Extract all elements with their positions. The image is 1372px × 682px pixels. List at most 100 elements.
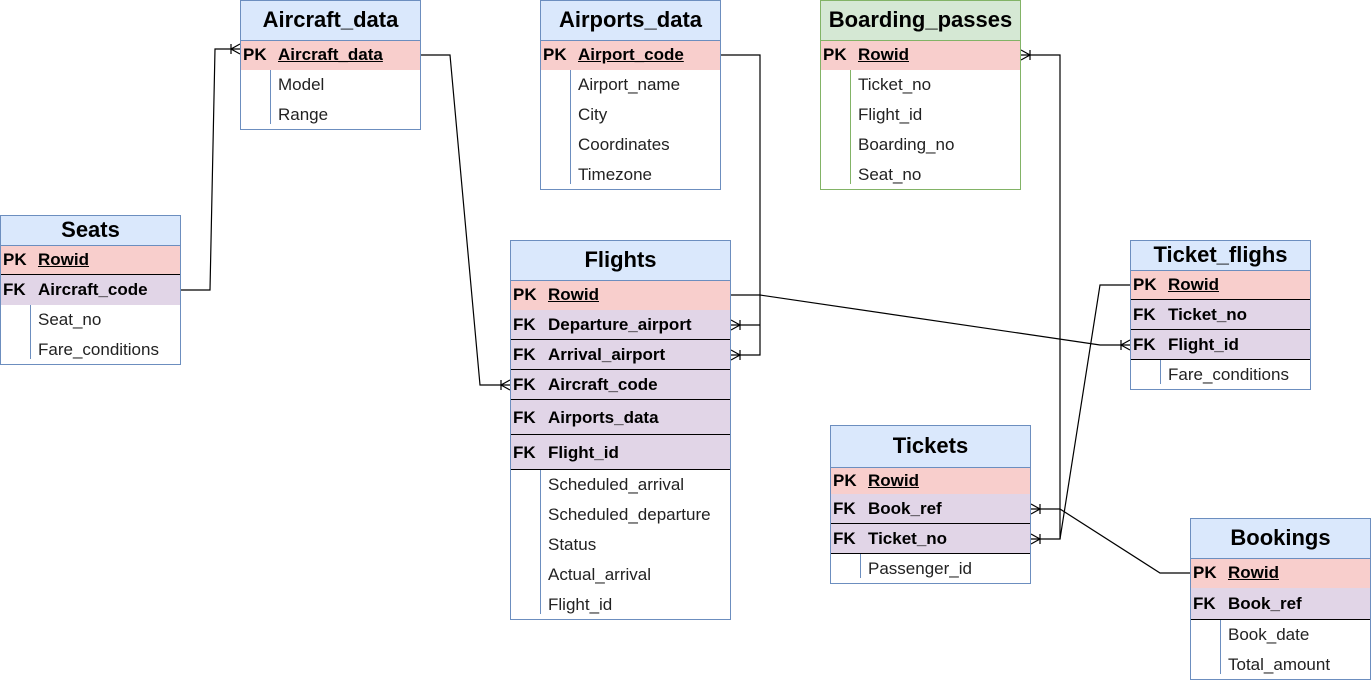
attribute-row[interactable]: Book_date xyxy=(1190,620,1371,650)
edge-flights-ticketflights[interactable] xyxy=(731,294,1130,346)
field-name: Rowid xyxy=(868,470,919,490)
attribute-row[interactable]: Scheduled_departure xyxy=(510,500,731,530)
attribute-row[interactable]: Passenger_id xyxy=(830,554,1031,584)
key-column-divider xyxy=(1160,360,1161,384)
attribute-row[interactable]: Coordinates xyxy=(540,130,721,160)
header-divider xyxy=(1190,558,1371,559)
edge-tickets-boarding[interactable] xyxy=(1021,54,1061,540)
primary-key-row[interactable]: PK Rowid xyxy=(0,245,181,275)
field-name: Range xyxy=(278,105,329,124)
crows-foot-icon xyxy=(730,319,742,331)
crows-foot-icon xyxy=(730,349,742,361)
key-label: PK xyxy=(3,250,27,269)
primary-key-row[interactable]: PK Rowid xyxy=(830,467,1031,494)
field-name: Flight_id xyxy=(1168,335,1239,354)
crows-foot-icon xyxy=(1119,339,1131,351)
key-label: PK xyxy=(243,45,267,64)
attribute-row[interactable]: Boarding_no xyxy=(820,130,1021,160)
edge-seats-aircraft[interactable] xyxy=(181,48,240,291)
attribute-row[interactable]: Scheduled_arrival xyxy=(510,470,731,500)
attribute-row[interactable]: Flight_id xyxy=(510,590,731,620)
row-separator xyxy=(0,274,181,275)
field-name: Boarding_no xyxy=(858,135,955,154)
field-name: Scheduled_arrival xyxy=(548,475,685,494)
key-label: FK xyxy=(1133,335,1156,354)
field-name: Actual_arrival xyxy=(548,565,651,584)
field-name: Flight_id xyxy=(858,105,923,124)
entity-title: Tickets xyxy=(830,425,1031,467)
attribute-row[interactable]: Status xyxy=(510,530,731,560)
field-name: City xyxy=(578,105,608,124)
field-name: Flight_id xyxy=(548,442,619,462)
edge-tickets-ticketflights[interactable] xyxy=(1059,284,1130,540)
attribute-row[interactable]: Flight_id xyxy=(820,100,1021,130)
attribute-row[interactable]: Fare_conditions xyxy=(0,335,181,365)
field-name: Fare_conditions xyxy=(1168,365,1289,384)
row-separator xyxy=(830,553,1031,554)
attribute-row[interactable]: City xyxy=(540,100,721,130)
crows-foot-icon xyxy=(499,379,511,391)
attribute-row[interactable]: Ticket_no xyxy=(820,70,1021,100)
attribute-row[interactable]: Model xyxy=(240,70,421,100)
row-separator xyxy=(830,523,1031,524)
field-name: Total_amount xyxy=(1228,655,1331,674)
key-column-divider xyxy=(850,70,851,184)
field-name: Airport_code xyxy=(578,45,684,64)
attribute-row[interactable]: Fare_conditions xyxy=(1130,360,1311,390)
attribute-row[interactable]: Timezone xyxy=(540,160,721,190)
attribute-row[interactable]: Total_amount xyxy=(1190,650,1371,680)
field-name: Ticket_no xyxy=(1168,305,1248,324)
field-name: Aircraft_code xyxy=(38,280,148,299)
attribute-row[interactable]: Range xyxy=(240,100,421,130)
field-name: Rowid xyxy=(38,250,89,269)
edge-bookings-tickets[interactable] xyxy=(1031,508,1190,574)
key-label: FK xyxy=(513,315,536,334)
edge-aircraft-flights[interactable] xyxy=(421,54,510,386)
header-divider xyxy=(240,40,421,41)
key-label: PK xyxy=(823,45,847,64)
attribute-row[interactable]: Seat_no xyxy=(0,305,181,335)
row-separator xyxy=(1130,299,1311,300)
edge-airports-arrival[interactable] xyxy=(721,54,761,356)
foreign-key-row[interactable]: FK Flight_id xyxy=(1130,330,1311,360)
entity-title: Aircraft_data xyxy=(240,0,421,40)
entity-title: Boarding_passes xyxy=(820,0,1021,40)
attribute-row[interactable]: Seat_no xyxy=(820,160,1021,190)
field-name: Book_date xyxy=(1228,625,1310,644)
field-name: Seat_no xyxy=(858,165,922,184)
entity-title: Flights xyxy=(510,240,731,280)
primary-key-row[interactable]: PK Rowid xyxy=(820,40,1021,70)
field-name: Rowid xyxy=(858,45,909,64)
attribute-row[interactable]: Actual_arrival xyxy=(510,560,731,590)
field-name: Rowid xyxy=(1228,563,1279,582)
field-name: Seat_no xyxy=(38,310,102,329)
key-label: PK xyxy=(833,470,857,490)
header-divider xyxy=(540,40,721,41)
key-column-divider xyxy=(30,305,31,359)
attribute-row[interactable]: Airport_name xyxy=(540,70,721,100)
key-label: FK xyxy=(513,375,536,394)
